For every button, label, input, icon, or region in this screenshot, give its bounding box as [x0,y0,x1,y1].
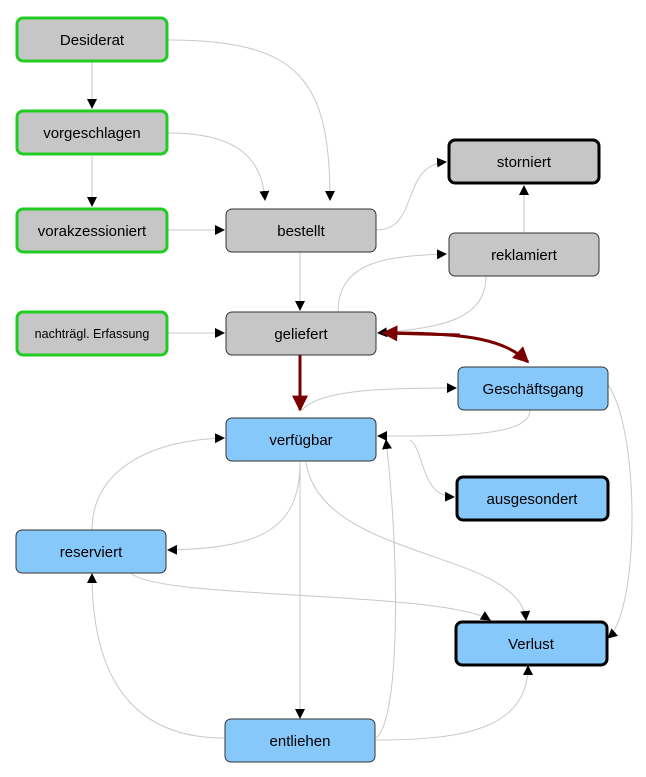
node-label: Desiderat [60,32,125,49]
edge-entliehen-reserviert [87,573,225,739]
node-label: bestellt [277,223,325,240]
node-desiderat: Desiderat [15,16,169,63]
edge-entliehen-verlust [375,665,533,741]
node-ausgesondert: ausgesondert [455,475,610,522]
node-reserviert: reserviert [15,529,167,574]
edge-verfuegbar-verlust [305,461,531,621]
node-label: vorgeschlagen [43,125,141,142]
edge-reklamiert-geliefert [377,275,487,338]
node-label: nachträgl. Erfassung [35,327,150,341]
edge-verfuegbar-reserviert [167,461,301,555]
edge-geschaeftsgang-geliefert [381,325,461,342]
node-geliefert: geliefert [225,311,377,356]
node-vorgeschlagen: vorgeschlagen [15,109,169,156]
edges [87,39,633,741]
node-storniert: storniert [447,138,601,185]
node-entliehen: entliehen [224,718,376,763]
node-label: verfügbar [269,432,332,449]
edge-reserviert-verlust [129,571,491,621]
edge-bestellt-storniert [375,157,447,231]
edge-vorgeschlagen-bestellt [167,132,270,201]
node-label: storniert [497,154,552,171]
edge-geliefert-reklamiert [337,249,447,313]
node-label: Verlust [508,636,555,653]
edge-geliefert-geschaeftsgang [389,331,530,364]
node-label: reklamiert [491,247,558,264]
node-bestellt: bestellt [225,208,377,253]
edge-desiderat-bestellt [167,39,335,201]
node-nachtraegl-erfassung: nachträgl. Erfassung [15,310,169,357]
node-label: reserviert [60,544,123,561]
edge-geschaeftsgang-verlust [607,384,633,639]
edge-geschaeftsgang-verfuegbar [377,409,531,441]
node-reklamiert: reklamiert [448,232,600,277]
edge-verfuegbar-ausgesondert [409,439,455,502]
node-vorakzessioniert: vorakzessioniert [15,207,169,254]
node-label: ausgesondert [487,491,579,508]
edge-entliehen-verfuegbar [375,439,396,739]
node-verlust: Verlust [454,620,609,667]
edge-reserviert-verfuegbar [91,433,225,531]
node-geschaeftsgang: Geschäftsgang [457,366,609,411]
node-label: vorakzessioniert [38,223,147,240]
node-label: entliehen [270,733,331,750]
node-label: geliefert [274,326,328,343]
node-verfuegbar: verfügbar [225,417,377,462]
edge-verfuegbar-geschaeftsgang [301,383,457,411]
node-label: Geschäftsgang [483,381,584,398]
